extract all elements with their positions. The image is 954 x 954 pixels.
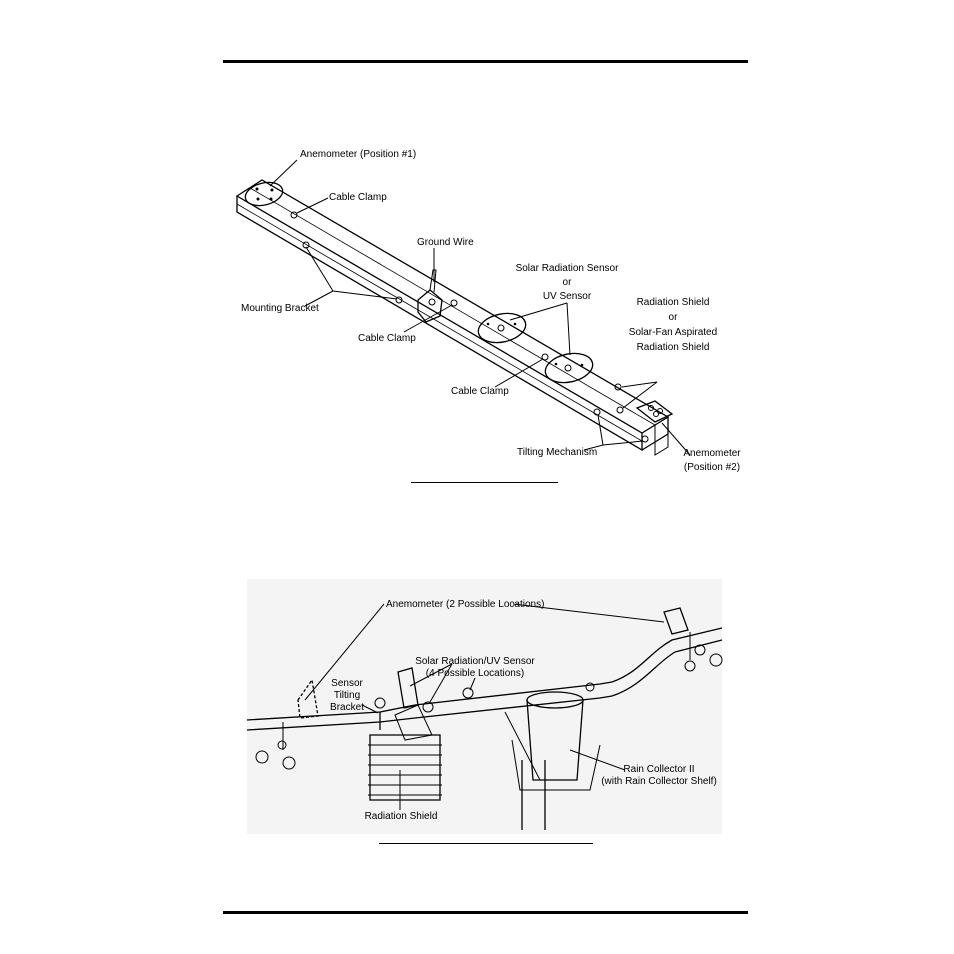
label-solar-line1: Solar Radiation Sensor — [516, 263, 620, 274]
footer-rule — [223, 911, 748, 914]
label-cable-clamp-2: Cable Clamp — [358, 333, 416, 344]
station-leader-lines — [304, 603, 665, 810]
label-tilt-line1: Sensor — [331, 678, 363, 689]
label-rain-line1: Rain Collector II — [623, 764, 694, 775]
label-radiation-shield: Radiation Shield — [365, 811, 438, 822]
label-cable-clamp-1: Cable Clamp — [329, 192, 387, 203]
crossarm-diagram: Anemometer (Position #1) Cable Clamp Gro… — [235, 149, 741, 473]
figure2-caption-rule — [379, 843, 593, 844]
leader-lines — [269, 159, 691, 456]
figure1-caption-rule — [411, 482, 558, 483]
label-cable-clamp-3: Cable Clamp — [451, 386, 509, 397]
label-anemometer-pos1: Anemometer (Position #1) — [300, 149, 416, 160]
label-shield-line4: Radiation Shield — [637, 342, 710, 353]
rain-collector — [511, 682, 601, 791]
anemometer-pos2-plate — [635, 400, 674, 423]
header-rule — [223, 60, 748, 63]
figure2-background — [247, 579, 722, 834]
label-solar-line2: or — [563, 277, 573, 288]
label-shield-line3: Solar-Fan Aspirated — [629, 327, 717, 338]
label-tilt-line2: Tilting — [334, 690, 360, 701]
left-anemometer — [255, 678, 319, 770]
label-tilting-mechanism: Tilting Mechanism — [517, 447, 597, 458]
label-anemometer-pos2-line1: Anemometer — [683, 448, 741, 459]
radiation-shield — [368, 704, 442, 801]
label-ground-wire: Ground Wire — [417, 237, 474, 248]
label-anemometer-pos2-line2: (Position #2) — [684, 462, 740, 473]
label-solar-uv-line1: Solar Radiation/UV Sensor — [415, 656, 535, 667]
label-tilt-line3: Bracket — [330, 702, 364, 713]
label-shield-line2: or — [669, 312, 679, 323]
clamp-holes — [290, 211, 649, 443]
label-solar-line3: UV Sensor — [543, 291, 592, 302]
sensor-tilt-bracket — [374, 667, 474, 713]
label-anemometer-locations: Anemometer (2 Possible Locations) — [386, 599, 544, 610]
label-mounting-bracket: Mounting Bracket — [241, 303, 319, 314]
anemometer-pos1-plate — [244, 181, 284, 207]
solar-sensor-plates — [477, 312, 594, 384]
label-rain-line2: (with Rain Collector Shelf) — [601, 776, 717, 787]
label-solar-uv-line2: (4 Possible Locations) — [426, 668, 524, 679]
label-shield-line1: Radiation Shield — [637, 297, 710, 308]
right-anemometer — [663, 607, 723, 672]
